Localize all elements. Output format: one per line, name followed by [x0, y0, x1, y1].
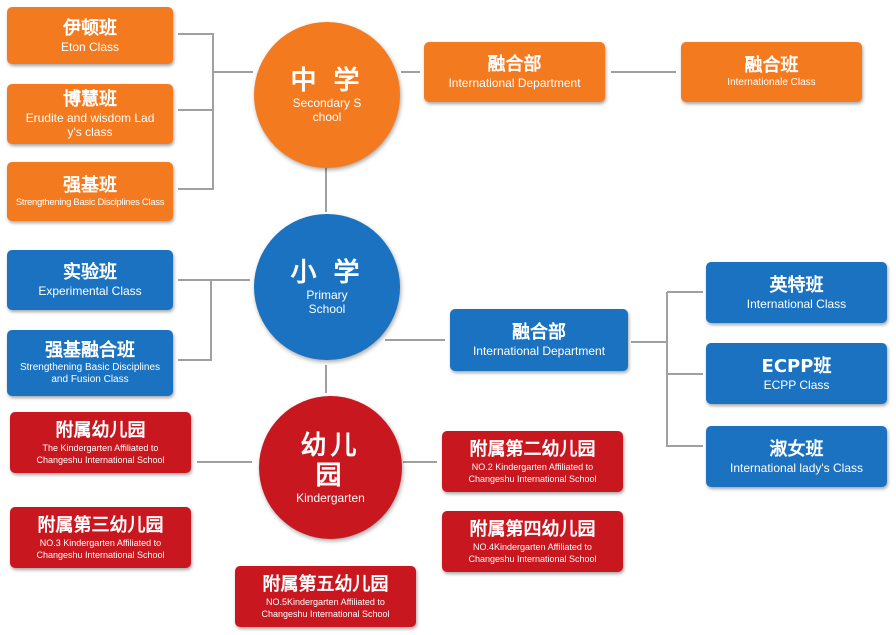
kindergarten-branch-main-en-1: The Kindergarten Affiliated to: [42, 442, 159, 453]
kindergarten-branch-4: 附属第四幼儿园 NO.4Kindergarten Affiliated to C…: [442, 511, 623, 572]
kindergarten-title-en: Kindergarten: [296, 490, 365, 505]
kindergarten-branch-2-zh: 附属第二幼儿园: [469, 438, 596, 460]
secondary-class-eton-en: Eton Class: [60, 39, 120, 54]
primary-class-international: 英特班 International Class: [706, 262, 887, 323]
primary-department-zh: 融合部: [512, 322, 566, 343]
primary-school-title-en-2: School: [308, 302, 346, 316]
primary-class-experimental-en: Experimental Class: [38, 284, 142, 298]
kindergarten-branch-2-en-2: Changeshu International School: [468, 473, 597, 484]
kindergarten-branch-2-en-1: NO.2 Kindergarten Affiliated to: [471, 461, 594, 472]
primary-school-title-zh: 小 学: [290, 258, 364, 288]
secondary-class-strengthening-en: Strengthening Basic Disciplines Class: [15, 196, 165, 208]
primary-school-title-en-1: Primary: [306, 288, 348, 302]
primary-school-circle: 小 学 Primary School: [254, 214, 400, 360]
secondary-class-erudite-zh: 博慧班: [63, 89, 117, 110]
kindergarten-branch-3-zh: 附属第三幼儿园: [37, 514, 164, 536]
primary-class-strengthening-fusion-zh: 强基融合班: [45, 340, 135, 361]
kindergarten-branch-main: 附属幼儿园 The Kindergarten Affiliated to Cha…: [10, 412, 191, 473]
kindergarten-branch-main-zh: 附属幼儿园: [55, 419, 146, 441]
kindergarten-branch-5-en-1: NO.5Kindergarten Affiliated to: [266, 596, 385, 607]
secondary-internationale-class: 融合班 Internationale Class: [681, 42, 862, 102]
kindergarten-branch-2: 附属第二幼儿园 NO.2 Kindergarten Affiliated to …: [442, 431, 623, 492]
kindergarten-title-zh-1: 幼儿: [300, 430, 361, 461]
secondary-school-circle: 中 学 Secondary S chool: [254, 22, 400, 168]
primary-department-class-international-en: International Class: [746, 296, 847, 311]
kindergarten-branch-3: 附属第三幼儿园 NO.3 Kindergarten Affiliated to …: [10, 507, 191, 568]
secondary-school-title-en-2: chool: [312, 110, 342, 124]
primary-class-strengthening-fusion: 强基融合班 Strengthening Basic Disciplines an…: [7, 330, 173, 396]
primary-international-department: 融合部 International Department: [450, 309, 628, 371]
primary-department-class-bracket: [631, 291, 703, 447]
primary-class-lady: 淑女班 International lady's Class: [706, 426, 887, 487]
primary-department-en: International Department: [472, 344, 606, 358]
primary-department-class-lady-zh: 淑女班: [769, 438, 824, 460]
kindergarten-branch-4-en-2: Changeshu International School: [468, 553, 597, 564]
secondary-international-department: 融合部 International Department: [424, 42, 605, 102]
primary-class-strengthening-fusion-en-2: and Fusion Class: [51, 374, 129, 385]
secondary-class-eton: 伊顿班 Eton Class: [7, 7, 173, 64]
kindergarten-circle: 幼儿 园 Kindergarten: [259, 396, 402, 539]
secondary-department-class-en: Internationale Class: [727, 77, 816, 88]
secondary-class-erudite-en-1: Erudite and wisdom Lad: [25, 111, 155, 125]
kindergarten-branch-5-zh: 附属第五幼儿园: [262, 573, 389, 595]
secondary-class-strengthening-zh: 强基班: [63, 174, 117, 196]
primary-class-bracket: [178, 279, 250, 361]
kindergarten-branch-3-en-2: Changeshu International School: [36, 549, 165, 560]
secondary-school-title-en-1: Secondary S: [292, 96, 362, 110]
secondary-department-en: International Department: [448, 76, 581, 90]
kindergarten-branch-main-en-2: Changeshu International School: [36, 454, 165, 465]
secondary-department-class-zh: 融合班: [744, 55, 799, 76]
kindergarten-branch-4-en-1: NO.4Kindergarten Affiliated to: [473, 541, 592, 552]
primary-class-experimental: 实验班 Experimental Class: [7, 250, 173, 310]
primary-class-strengthening-fusion-en-1: Strengthening Basic Disciplines: [19, 362, 161, 373]
primary-department-class-ecpp-en: ECPP Class: [763, 377, 830, 392]
primary-department-class-lady-en: International lady's Class: [729, 460, 864, 475]
secondary-class-eton-zh: 伊顿班: [63, 17, 117, 39]
kindergarten-branch-5-en-2: Changeshu International School: [261, 608, 390, 619]
primary-class-ecpp: ECPP班 ECPP Class: [706, 343, 887, 404]
secondary-class-erudite-en-2: y's class: [67, 125, 113, 139]
secondary-department-zh: 融合部: [487, 54, 542, 75]
kindergarten-branch-3-en-1: NO.3 Kindergarten Affiliated to: [39, 537, 162, 548]
kindergarten-branch-5: 附属第五幼儿园 NO.5Kindergarten Affiliated to C…: [235, 566, 416, 627]
primary-department-class-ecpp-zh: ECPP班: [761, 355, 832, 377]
secondary-class-bracket: [178, 33, 253, 190]
kindergarten-branch-4-zh: 附属第四幼儿园: [469, 518, 596, 540]
primary-class-experimental-zh: 实验班: [63, 262, 117, 283]
secondary-school-title-zh: 中 学: [290, 66, 364, 96]
kindergarten-title-zh-2: 园: [315, 460, 346, 491]
secondary-class-strengthening: 强基班 Strengthening Basic Disciplines Clas…: [7, 162, 173, 221]
primary-department-class-international-zh: 英特班: [769, 274, 824, 296]
secondary-class-erudite: 博慧班 Erudite and wisdom Lad y's class: [7, 84, 173, 144]
